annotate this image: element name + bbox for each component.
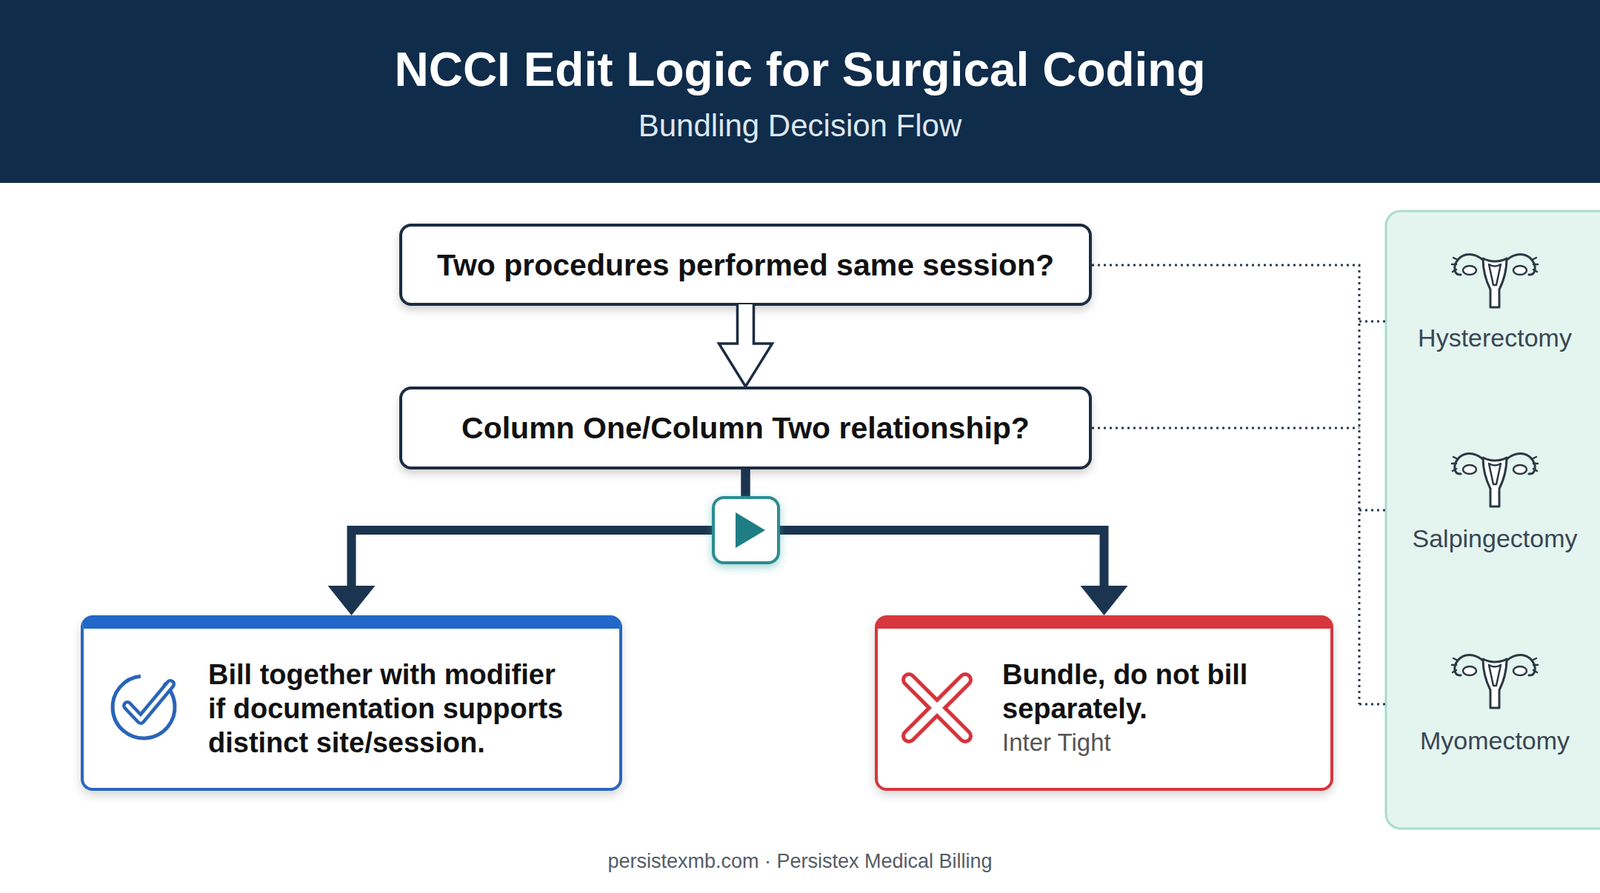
play-triangle: [735, 512, 766, 549]
arrow-head: [1080, 585, 1129, 616]
edge-group: [328, 304, 1129, 616]
procedure-label: Myomectomy: [1391, 724, 1599, 758]
title-text: NCCI Edit Logic for Surgical Coding: [0, 40, 1600, 99]
subtitle-text: Bundling Decision Flow: [0, 107, 1600, 145]
connector: [719, 304, 773, 387]
node-body: Column One/Column Two relationship?: [461, 409, 1030, 447]
node-text: Bundle, do not bill separately.: [1002, 657, 1314, 726]
hollow-arrow: [719, 304, 773, 387]
connector: [328, 469, 746, 616]
connector: [745, 469, 1129, 616]
play-button: [713, 497, 779, 563]
connector-line: [745, 469, 1105, 586]
arrow-head: [328, 585, 376, 616]
node-text: Two procedures performed same session?: [437, 246, 1055, 284]
node-subtext: Inter Tight: [1002, 725, 1314, 760]
node-body: Bundle, do not bill separately.Inter Tig…: [1002, 657, 1314, 760]
outcome-box: Bill together with modifier if documenta…: [80, 615, 623, 792]
caption-text: persistexmb.com · Persistex Medical Bill…: [0, 848, 1600, 875]
decision-box: Column One/Column Two relationship?: [399, 386, 1092, 470]
procedure-label: Salpingectomy: [1391, 522, 1599, 555]
outcome-box: Bundle, do not bill separately.Inter Tig…: [874, 615, 1334, 792]
uterus-icon: [1451, 454, 1538, 508]
uterus-icon: [1451, 254, 1538, 309]
procedure-label: Hysterectomy: [1391, 321, 1599, 355]
node-body: Two procedures performed same session?: [437, 246, 1055, 284]
procedure-panel: [1385, 211, 1600, 829]
uterus-icon: [1451, 655, 1538, 709]
node-text: Bill together with modifier if documenta…: [208, 657, 573, 760]
play-button-frame: [713, 497, 779, 563]
decision-box: Two procedures performed same session?: [399, 223, 1092, 306]
node-body: Bill together with modifier if documenta…: [208, 657, 573, 760]
node-text: Column One/Column Two relationship?: [461, 409, 1030, 447]
connector-line: [351, 469, 746, 586]
